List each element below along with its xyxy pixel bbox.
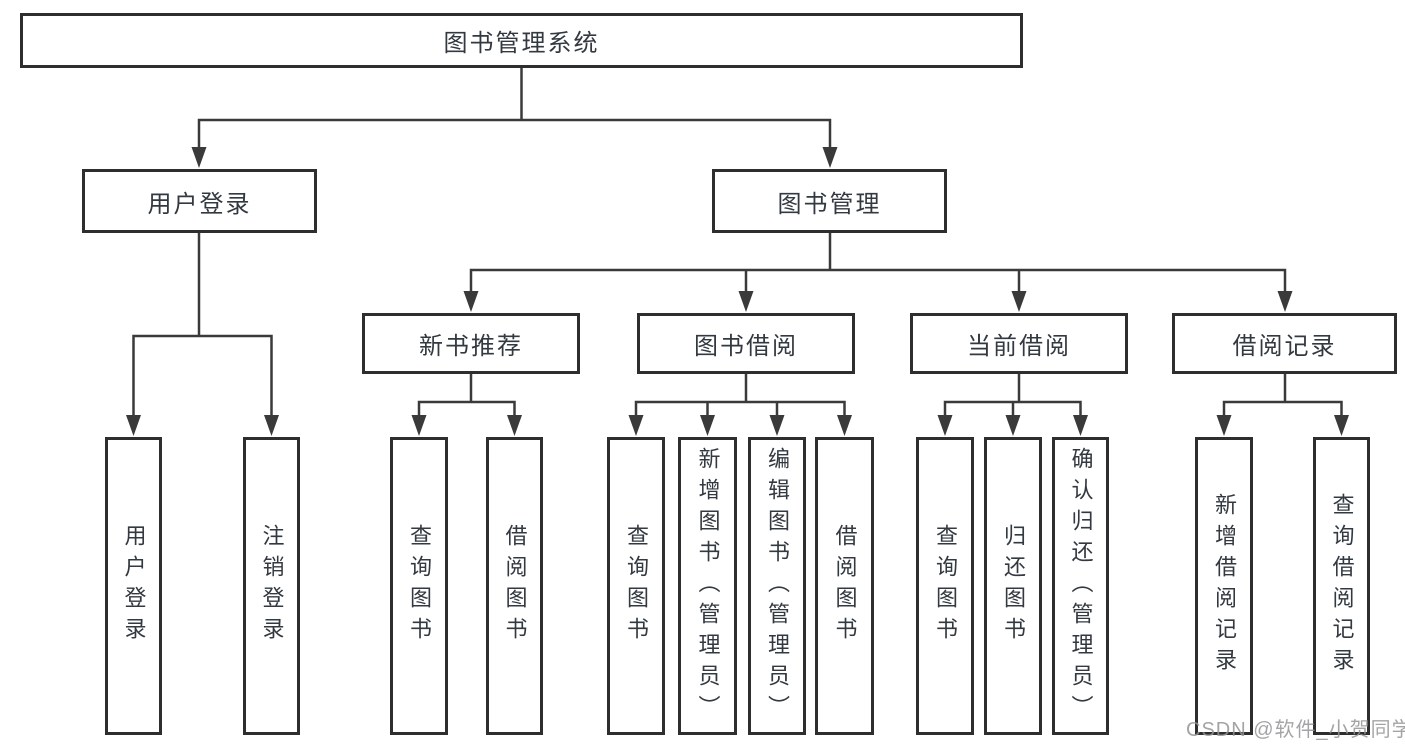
node-book-management: 图书管理 bbox=[712, 169, 947, 233]
leaf-add-books-admin: 新增图书（管理员） bbox=[678, 437, 737, 735]
leaf-query-books-recommend: 查询图书 bbox=[390, 437, 448, 735]
leaf-logout: 注销登录 bbox=[243, 437, 300, 735]
leaf-edit-books-admin: 编辑图书（管理员） bbox=[748, 437, 806, 735]
node-root-system: 图书管理系统 bbox=[20, 13, 1023, 68]
leaf-query-borrow-record: 查询借阅记录 bbox=[1313, 437, 1370, 735]
node-book-borrow: 图书借阅 bbox=[637, 313, 855, 374]
leaf-borrow-books: 借阅图书 bbox=[815, 437, 874, 735]
leaf-query-books-borrow: 查询图书 bbox=[607, 437, 665, 735]
node-user-login: 用户登录 bbox=[82, 169, 317, 233]
node-borrow-records: 借阅记录 bbox=[1172, 313, 1397, 374]
node-current-borrow: 当前借阅 bbox=[910, 313, 1128, 374]
arrowheads bbox=[126, 147, 1349, 436]
leaf-return-books: 归还图书 bbox=[984, 437, 1042, 735]
leaf-borrow-books-recommend: 借阅图书 bbox=[486, 437, 543, 735]
leaf-query-books-current: 查询图书 bbox=[916, 437, 974, 735]
leaf-user-login: 用户登录 bbox=[105, 437, 162, 735]
node-new-book-recommend: 新书推荐 bbox=[362, 313, 580, 374]
leaf-confirm-return-admin: 确认归还（管理员） bbox=[1052, 437, 1109, 735]
leaf-add-borrow-record: 新增借阅记录 bbox=[1195, 437, 1253, 735]
csdn-watermark: CSDN @软件_小贺同学 bbox=[1186, 719, 1405, 741]
